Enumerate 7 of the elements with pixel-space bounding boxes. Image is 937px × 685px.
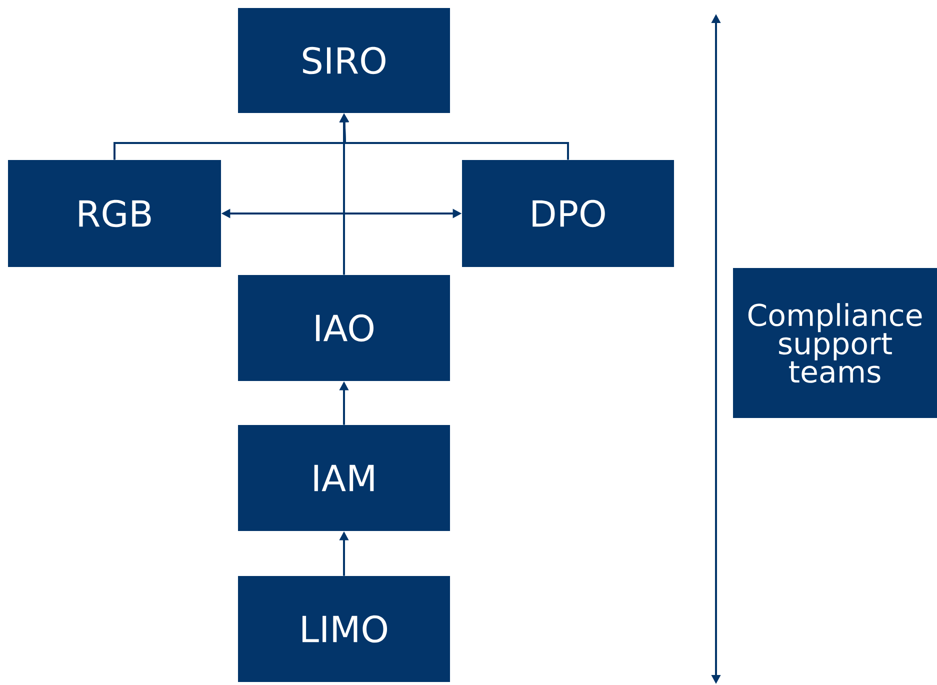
role-box: LIMO [238, 576, 450, 682]
role-box: SIRO [238, 8, 450, 113]
role-box: DPO [462, 160, 674, 267]
role-box: RGB [8, 160, 221, 267]
role-box: IAO [238, 275, 450, 381]
role-box: Compliance support teams [733, 268, 937, 418]
role-box: IAM [238, 425, 450, 531]
